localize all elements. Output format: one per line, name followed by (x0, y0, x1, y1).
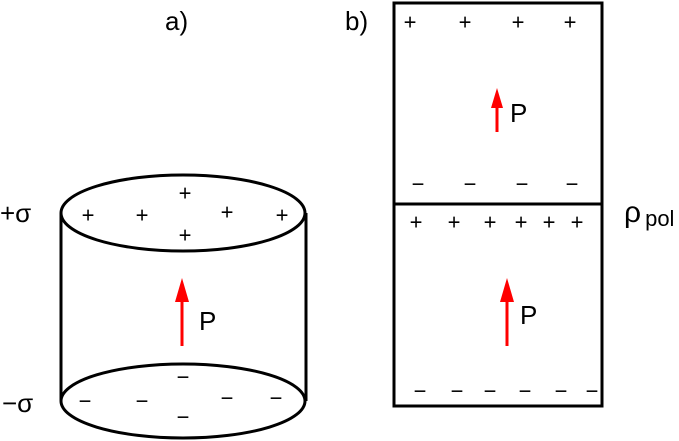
rho-symbol: ρ (624, 196, 641, 229)
slab-surface-charges: ++++−−−−++++++−−−−−− (404, 10, 599, 404)
cylinder-bottom-face (59, 362, 307, 440)
panel-a: a) +σ −σ + + + + + + − − − − − − P (0, 6, 308, 440)
plus-charge: + (221, 200, 234, 225)
minus-charge: − (412, 172, 425, 197)
panel-a-label: a) (165, 6, 188, 36)
plus-charge: + (179, 181, 192, 206)
top-charge-label: +σ (0, 198, 31, 228)
bottom-surface-charges: − − − − − − (79, 365, 283, 430)
minus-charge: − (555, 379, 568, 404)
minus-charge: − (464, 172, 477, 197)
plus-charge: + (410, 210, 423, 235)
minus-charge: − (484, 379, 497, 404)
rho-subscript: pol (645, 206, 674, 231)
plus-charge: + (448, 210, 461, 235)
minus-charge: − (451, 379, 464, 404)
upper-polarization-arrow (491, 88, 503, 132)
minus-charge: − (177, 365, 190, 390)
plus-charge: + (484, 210, 497, 235)
upper-polarization-label: P (510, 98, 527, 128)
minus-charge: − (566, 172, 579, 197)
top-surface-charges: + + + + + + (82, 181, 289, 248)
plus-charge: + (459, 10, 472, 35)
cylinder-top-face (59, 173, 307, 253)
plus-charge: + (512, 10, 525, 35)
plus-charge: + (543, 210, 556, 235)
lower-polarization-label: P (520, 300, 537, 330)
minus-charge: − (516, 172, 529, 197)
plus-charge: + (276, 203, 289, 228)
polarization-arrow (175, 278, 189, 346)
minus-charge: − (79, 389, 92, 414)
plus-charge: + (571, 210, 584, 235)
minus-charge: − (586, 379, 599, 404)
minus-charge: − (136, 389, 149, 414)
plus-charge: + (179, 223, 192, 248)
polarization-label: P (199, 306, 216, 336)
minus-charge: − (270, 386, 283, 411)
plus-charge: + (404, 10, 417, 35)
panel-b-label: b) (345, 6, 368, 36)
plus-charge: + (564, 10, 577, 35)
minus-charge: − (177, 405, 190, 430)
plus-charge: + (82, 203, 95, 228)
lower-polarization-arrow (500, 278, 514, 346)
plus-charge: + (515, 210, 528, 235)
bottom-charge-label: −σ (2, 388, 33, 418)
minus-charge: − (221, 386, 234, 411)
minus-charge: − (414, 379, 427, 404)
plus-charge: + (136, 203, 149, 228)
minus-charge: − (519, 379, 532, 404)
